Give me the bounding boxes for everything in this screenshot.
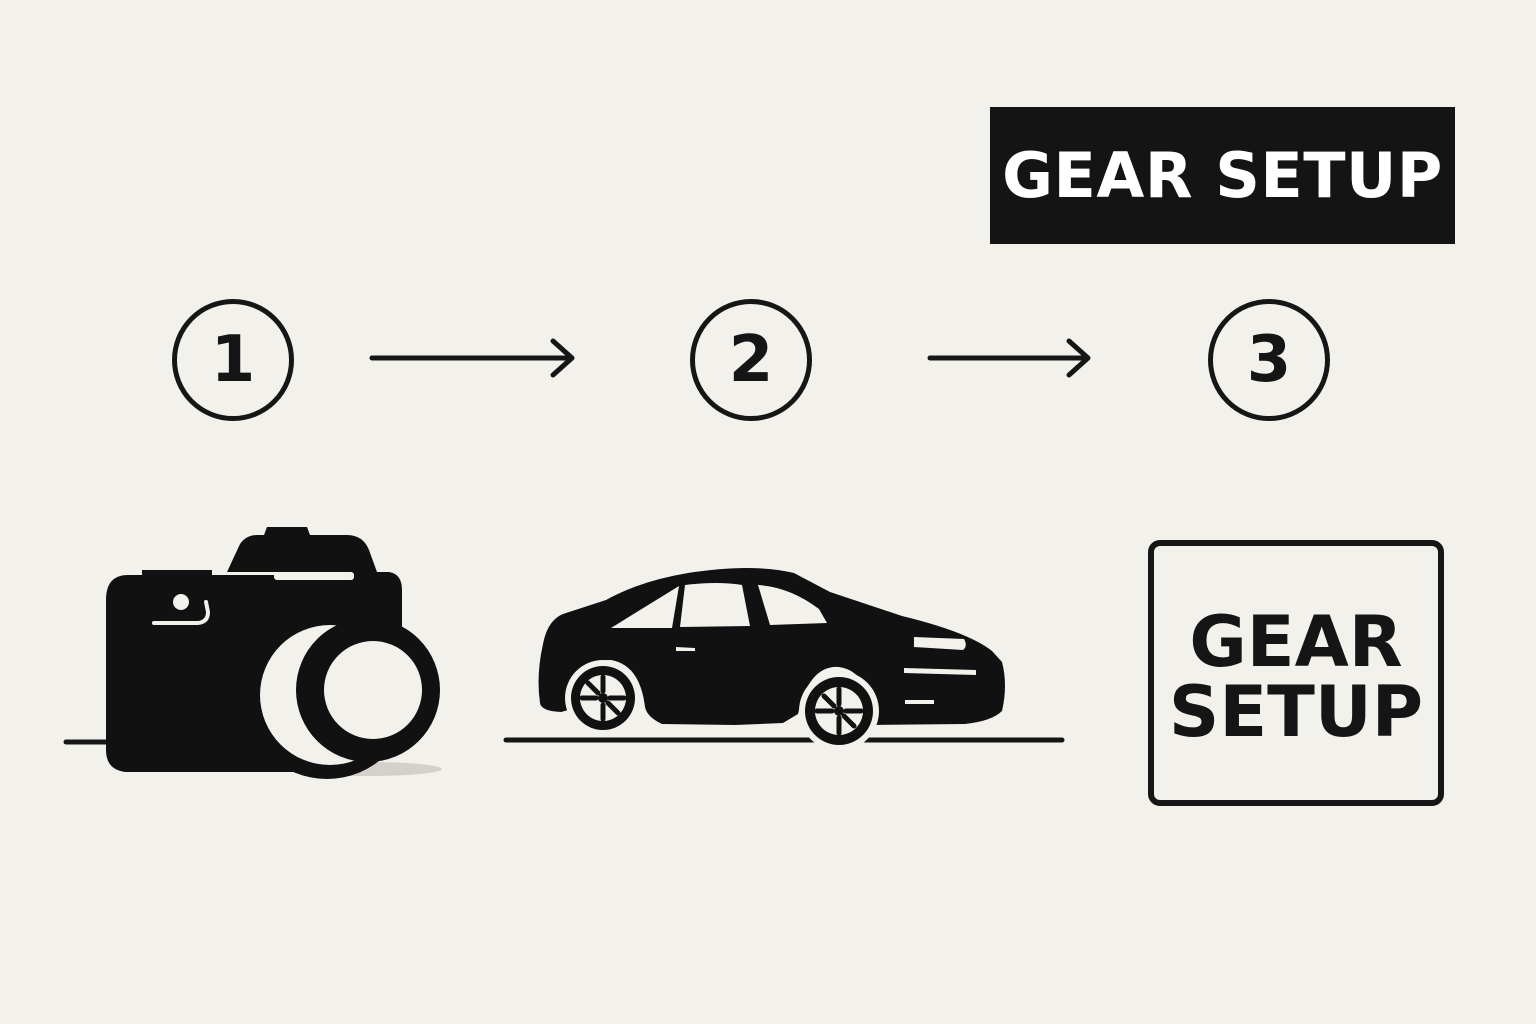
step-1-circle: 1: [172, 299, 294, 421]
camera-icon: [63, 527, 442, 779]
car-icon: [503, 568, 1065, 751]
title-banner-text: GEAR SETUP: [1002, 139, 1443, 212]
result-box-line-2: SETUP: [1168, 671, 1424, 753]
step-1-number: 1: [210, 323, 256, 397]
gear-setup-sign-icon: GEAR SETUP: [1148, 540, 1444, 806]
step-2-circle: 2: [690, 299, 812, 421]
title-banner: GEAR SETUP: [990, 107, 1455, 244]
arrow-right-icon: [369, 338, 575, 378]
result-box-line-1: GEAR: [1189, 601, 1403, 683]
step-2-number: 2: [728, 323, 774, 397]
step-3-circle: 3: [1208, 299, 1330, 421]
arrow-right-icon: [927, 338, 1091, 378]
step-3-number: 3: [1246, 323, 1292, 397]
